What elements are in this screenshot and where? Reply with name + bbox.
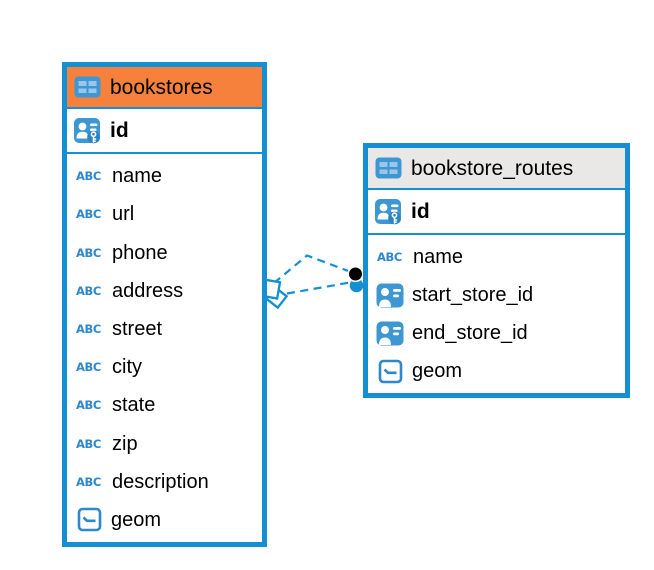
- column-row-url[interactable]: ABC url: [67, 195, 262, 233]
- table-header-bookstores[interactable]: bookstores: [67, 67, 262, 109]
- text-type-icon: ABC: [377, 250, 402, 264]
- column-row-name[interactable]: ABC name: [67, 157, 262, 195]
- column-row-end-store-id[interactable]: end_store_id: [368, 314, 625, 352]
- column-row-state[interactable]: ABC state: [67, 386, 262, 424]
- geometry-type-icon: [376, 359, 404, 384]
- text-type-icon: ABC: [76, 169, 101, 184]
- column-row-street[interactable]: ABC street: [67, 310, 262, 348]
- relationship-line-lower[interactable]: [286, 281, 351, 295]
- text-type-icon: ABC: [76, 398, 101, 413]
- table-name: bookstore_routes: [411, 156, 574, 180]
- reference-type-icon: [376, 283, 404, 308]
- column-row-geom[interactable]: geom: [67, 501, 262, 539]
- primary-key-icon: [374, 197, 403, 226]
- column-list: ABC name start_store_id: [368, 235, 625, 393]
- column-row-address[interactable]: ABC address: [67, 272, 262, 310]
- column-row-geom[interactable]: geom: [368, 352, 625, 390]
- column-name: start_store_id: [412, 284, 534, 306]
- text-type-icon: ABC: [76, 283, 101, 298]
- table-header-bookstore-routes[interactable]: bookstore_routes: [368, 148, 625, 190]
- primary-key-icon: [73, 116, 102, 145]
- column-list: ABC name ABC url ABC phone ABC address A…: [67, 154, 262, 542]
- table-bookstores[interactable]: bookstores id ABC name: [62, 62, 267, 547]
- primary-key-name: id: [411, 200, 430, 223]
- text-type-icon: ABC: [76, 474, 101, 489]
- table-icon: [74, 76, 101, 98]
- column-name: street: [112, 317, 163, 340]
- column-row-zip[interactable]: ABC zip: [67, 424, 262, 462]
- column-row-start-store-id[interactable]: start_store_id: [368, 276, 625, 314]
- relationship-target-dot-marker[interactable]: [347, 265, 364, 293]
- column-row-description[interactable]: ABC description: [67, 463, 262, 501]
- column-row-name[interactable]: ABC name: [368, 238, 625, 276]
- primary-key-name: id: [110, 119, 129, 142]
- column-name: phone: [112, 241, 168, 264]
- geometry-type-icon: [75, 507, 103, 532]
- column-row-city[interactable]: ABC city: [67, 348, 262, 386]
- text-type-icon: ABC: [76, 245, 101, 260]
- text-type-icon: ABC: [76, 321, 101, 336]
- reference-type-icon: [376, 321, 404, 346]
- column-name: geom: [412, 360, 463, 382]
- relationship-line-upper[interactable]: [273, 254, 352, 284]
- column-name: address: [112, 279, 184, 302]
- column-name: state: [112, 394, 156, 417]
- text-type-icon: ABC: [76, 360, 101, 375]
- text-type-icon: ABC: [76, 436, 101, 451]
- column-name: zip: [112, 432, 138, 455]
- column-name: geom: [111, 508, 162, 531]
- column-name: description: [112, 470, 209, 493]
- column-name: name: [112, 165, 163, 188]
- primary-key-row[interactable]: id: [368, 190, 625, 235]
- column-name: url: [112, 203, 135, 226]
- column-name: end_store_id: [412, 322, 528, 344]
- column-row-phone[interactable]: ABC phone: [67, 233, 262, 271]
- text-type-icon: ABC: [76, 207, 101, 222]
- column-name: name: [413, 246, 464, 268]
- table-icon: [375, 157, 402, 179]
- primary-key-row[interactable]: id: [67, 109, 262, 154]
- column-name: city: [112, 356, 142, 379]
- table-bookstore-routes[interactable]: bookstore_routes id ABC name: [363, 143, 630, 398]
- table-name: bookstores: [110, 75, 213, 99]
